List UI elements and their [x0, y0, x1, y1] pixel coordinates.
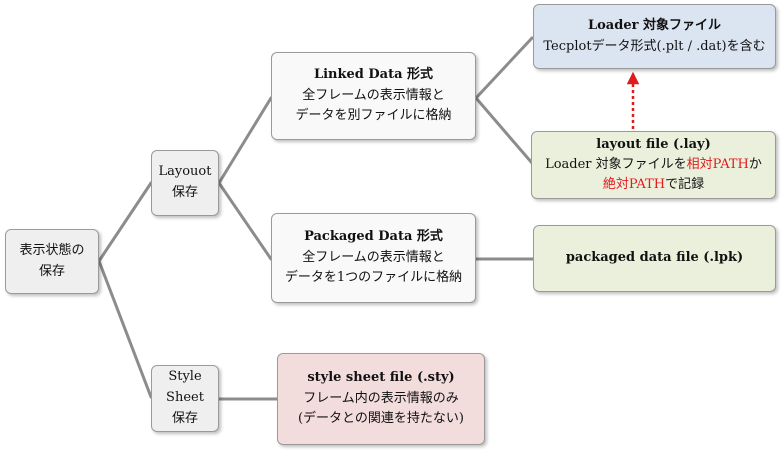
layout-file-node: layout file (.lay) Loader 対象ファイルを相対PATHか… — [531, 131, 776, 199]
packaged-data-node: Packaged Data 形式 全フレームの表示情報と データを1つのファイル… — [271, 213, 476, 303]
linked-data-line2: データを別ファイルに格納 — [295, 108, 452, 124]
layout-save-line1: Layouot — [158, 164, 212, 180]
linked-data-node: Linked Data 形式 全フレームの表示情報と データを別ファイルに格納 — [271, 52, 476, 140]
style-sheet-file-node: style sheet file (.sty) フレーム内の表示情報のみ (デー… — [277, 353, 485, 445]
absolute-path-text: 絶対PATH — [602, 177, 666, 193]
layout-save-line2: 保存 — [171, 185, 198, 200]
connector-layout-linked — [217, 96, 273, 185]
connector-layout-packaged — [217, 181, 273, 261]
packaged-data-line1: 全フレームの表示情報と — [302, 249, 445, 265]
style-file-line2: (データとの関連を持たない) — [297, 411, 464, 427]
root-node-line1: 表示状態の — [19, 242, 85, 258]
connector-linked-loader — [474, 36, 534, 100]
packaged-data-line2: データを1つのファイルに格納 — [284, 270, 463, 286]
style-save-line2: 保存 — [171, 410, 198, 426]
connector-root-style — [97, 259, 153, 399]
style-file-line1: フレーム内の表示情報のみ — [303, 390, 459, 406]
style-file-title: style sheet file (.sty) — [307, 369, 455, 385]
linked-data-title: Linked Data 形式 — [313, 66, 434, 82]
packaged-file-title: packaged data file (.lpk) — [565, 250, 744, 266]
relative-path-text: 相対PATH — [686, 156, 749, 172]
layout-file-title: layout file (.lay) — [596, 136, 711, 152]
layout-file-line2: 絶対PATHで記録 — [603, 175, 704, 195]
layout-file-line2-end: で記録 — [665, 177, 705, 193]
style-save-line1: Style Sheet — [166, 369, 204, 406]
packaged-data-file-node: packaged data file (.lpk) — [533, 225, 776, 292]
connector-root-layout — [97, 181, 153, 263]
loader-title: Loader 対象ファイル — [588, 17, 721, 33]
layout-save-node: Layouot 保存 — [151, 150, 219, 216]
root-node-line2: 保存 — [38, 263, 65, 279]
style-save-node: Style Sheet 保存 — [151, 365, 219, 432]
linked-data-line1: 全フレームの表示情報と — [302, 87, 445, 103]
layout-file-line1-end: か — [748, 156, 762, 172]
loader-line1: Tecplotデータ形式(.plt / .dat)を含む — [543, 38, 766, 54]
root-node: 表示状態の 保存 — [5, 229, 99, 294]
loader-target-file-node: Loader 対象ファイル Tecplotデータ形式(.plt / .dat)を… — [533, 4, 776, 69]
layout-file-line1: Loader 対象ファイルを相対PATHか — [545, 155, 762, 175]
packaged-data-title: Packaged Data 形式 — [304, 228, 443, 244]
layout-file-line1-text: Loader 対象ファイルを — [545, 156, 687, 172]
connector-linked-layoutfile — [474, 96, 534, 165]
